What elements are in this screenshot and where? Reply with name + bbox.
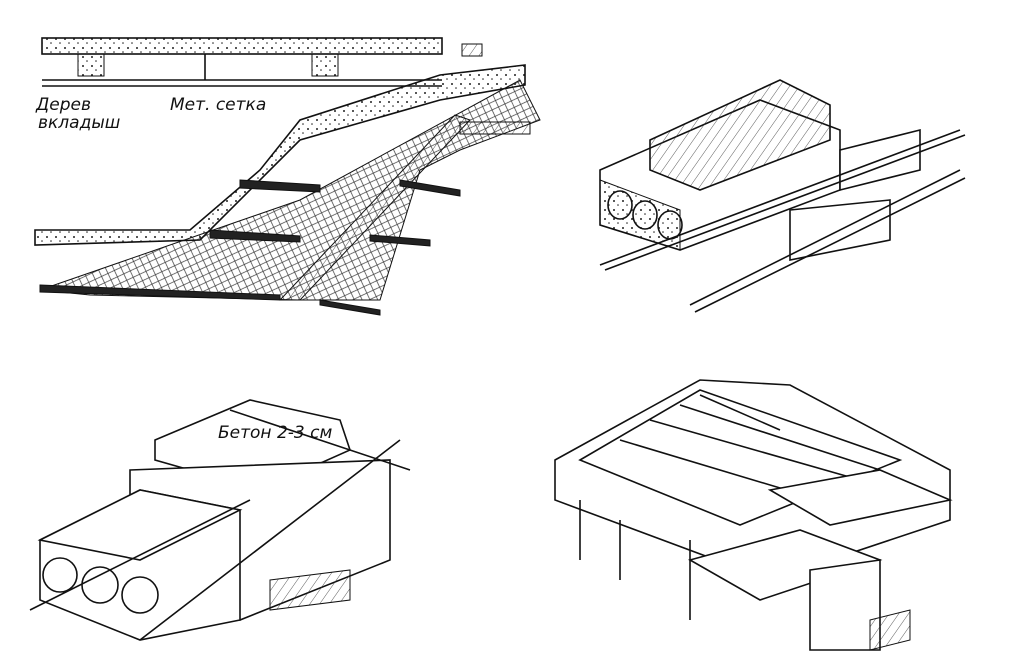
figure-mesh-slab <box>34 37 541 316</box>
wood-insert-label-line2: вкладыш <box>38 113 121 133</box>
concrete-label: Бетон 2-3 см <box>218 423 333 443</box>
figure-hollow-block-beam <box>599 79 966 313</box>
wood-insert-label-line1: Дерев <box>36 95 92 115</box>
figure-panel-floor-assembly <box>554 379 953 651</box>
metal-mesh-label: Мет. сетка <box>170 95 267 115</box>
figure-concrete-topping <box>29 399 411 641</box>
